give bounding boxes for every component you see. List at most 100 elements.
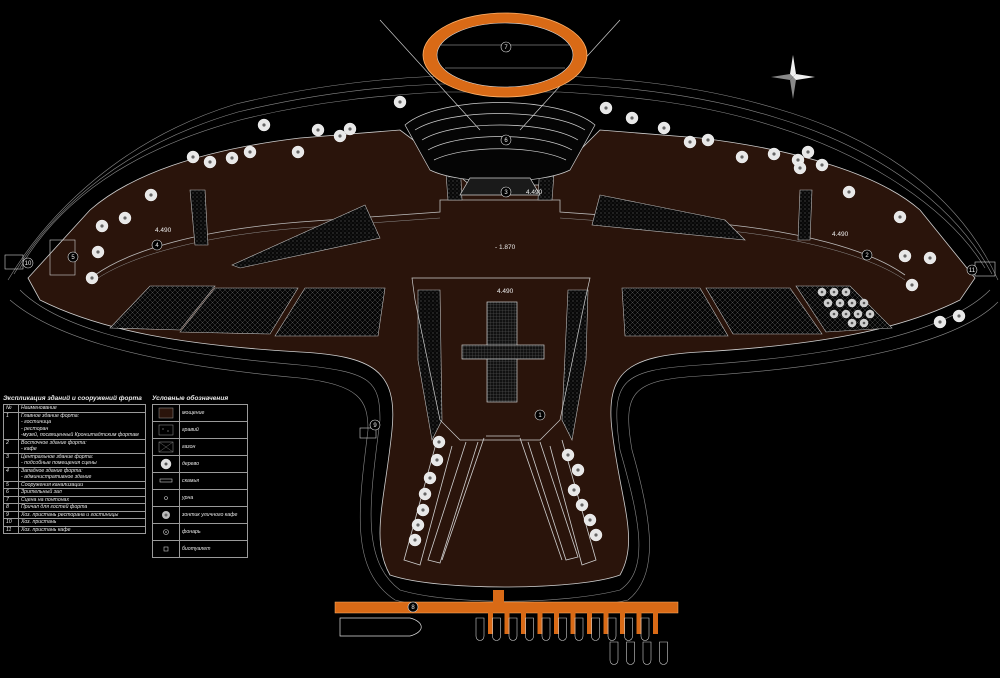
marker-label: 10 (25, 261, 32, 267)
tree-icon (85, 271, 99, 285)
level-east: 4.490 (832, 231, 849, 238)
yacht (339, 617, 422, 637)
legend-row: газон (152, 438, 248, 456)
explication-num: 5 (3, 480, 19, 489)
tree-icon (561, 448, 575, 462)
legend-title: Условные обозначения (152, 395, 229, 402)
explication-name: Хоз. пристань (18, 518, 146, 527)
marker-label: 4 (155, 243, 159, 249)
tree-icon (333, 129, 347, 143)
explication-name: Главное здание форта:- гостиница- рестор… (18, 411, 146, 440)
umbrella-icon (847, 318, 857, 328)
legend-row: зонтик уличного кафе (152, 506, 248, 524)
tree-icon (793, 161, 807, 175)
boat (574, 617, 584, 641)
marker-5: 5 (67, 251, 79, 263)
tree-icon (423, 471, 437, 485)
legend-label: урна (179, 489, 248, 507)
tree-icon (842, 185, 856, 199)
legend-row: мощение (152, 404, 248, 422)
legend-symbol (152, 438, 180, 456)
marker-label: 6 (504, 138, 508, 144)
legend-symbol (152, 523, 180, 541)
explication-num: 6 (3, 488, 19, 497)
marker-label: 1 (538, 413, 542, 419)
explication-name: Сцена на понтонах (18, 495, 146, 504)
toilet-icon (163, 546, 169, 552)
explication-name: Зрительный зал (18, 488, 146, 497)
boat (475, 617, 485, 641)
legend-label: гравий (179, 421, 248, 439)
legend-label: мощение (179, 404, 248, 422)
level-west: 4.490 (155, 227, 172, 234)
explication-header: № Наименование (3, 404, 146, 413)
tree-icon (311, 123, 325, 137)
gravel-icon (158, 424, 174, 436)
pontoon-stage (422, 12, 588, 98)
tree-icon (905, 278, 919, 292)
explication-num: 1 (3, 411, 19, 440)
legend-label: дерево (179, 455, 248, 473)
marker-2: 2 (861, 249, 873, 261)
tree-icon (898, 249, 912, 263)
boat (492, 617, 501, 641)
marker-1: 1 (534, 409, 546, 421)
explication-num: 11 (3, 525, 19, 534)
north-arrow (771, 55, 815, 99)
pier-finger (636, 612, 642, 634)
tree-icon (923, 251, 937, 265)
bench-icon (159, 478, 173, 483)
marker-label: 3 (504, 190, 508, 196)
legend-row: фонарь (152, 523, 248, 541)
tree-icon (160, 458, 172, 470)
pier-finger (521, 612, 526, 634)
lawns (109, 285, 893, 337)
tree-icon (95, 219, 109, 233)
tree-icon (657, 121, 671, 135)
tree-icon (583, 513, 597, 527)
marker-label: 8 (411, 605, 415, 611)
umbrella-icon (847, 298, 857, 308)
level-labels: 4.490 - 1.870 4.490 4.490 4.490 (155, 189, 849, 295)
tree-icon (625, 111, 639, 125)
tree-icon (801, 145, 815, 159)
legend-label: скамья (179, 472, 248, 490)
boat (659, 641, 668, 665)
umbrella-icon (817, 287, 827, 297)
legend-symbol (152, 404, 180, 422)
tree-icon (599, 101, 613, 115)
pier-finger (653, 612, 658, 634)
boat (642, 641, 652, 665)
marker-9: 9 (369, 419, 381, 431)
umbrella-icon (162, 511, 170, 519)
legend-label: зонтик уличного кафе (179, 506, 248, 524)
tree-icon (735, 150, 749, 164)
boat (626, 641, 635, 665)
boat (525, 617, 534, 641)
marker-8: 8 (407, 601, 419, 613)
umbrella-icon (829, 287, 839, 297)
umbrella-icon (841, 287, 851, 297)
umbrella-icon (859, 318, 869, 328)
tree-icon (933, 315, 947, 329)
legend-symbol (152, 540, 180, 558)
tree-icon (416, 503, 430, 517)
central-plaza (411, 277, 591, 441)
tree-icon (701, 133, 715, 147)
explication-name: Хоз. пристань кафе (18, 525, 146, 534)
pier-finger (620, 612, 625, 634)
tree-icon (144, 188, 158, 202)
marker-10: 10 (22, 257, 34, 269)
explication-num: 4 (3, 466, 19, 482)
marker-6: 6 (500, 134, 512, 146)
explication-table: Экспликация зданий и сооружений форта № … (3, 395, 146, 534)
umbrella-icon (865, 309, 875, 319)
explication-num: 7 (3, 495, 19, 504)
tree-icon (118, 211, 132, 225)
umbrella-icon (829, 309, 839, 319)
legend-label: газон (179, 438, 248, 456)
